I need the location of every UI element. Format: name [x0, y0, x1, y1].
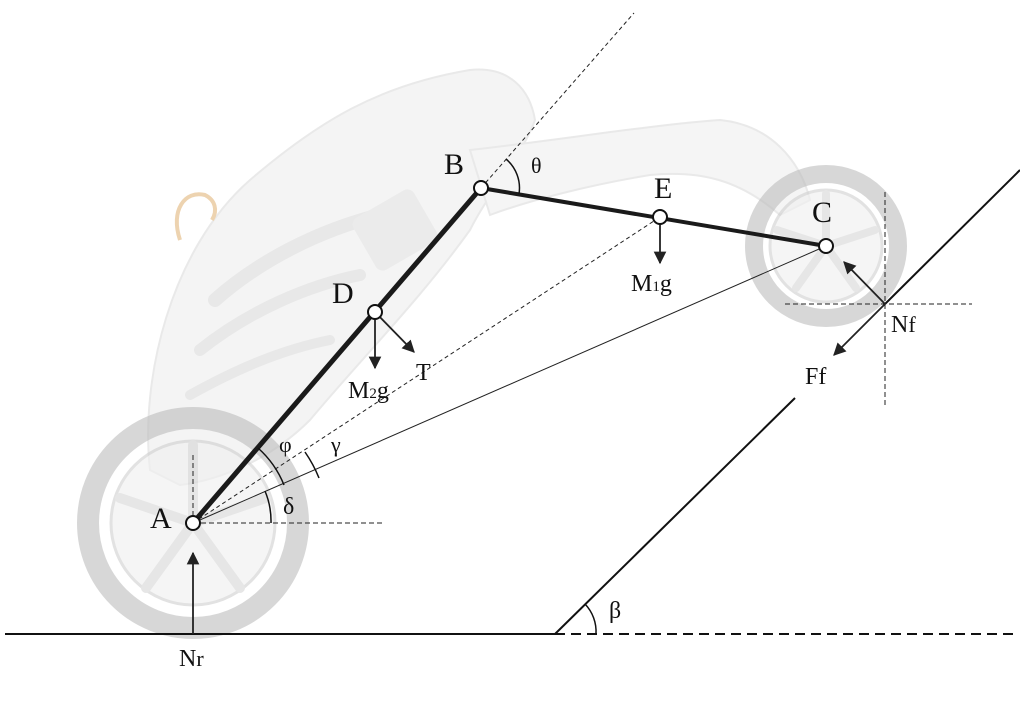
link-ab: [191, 186, 483, 525]
label-point-d: D: [332, 277, 354, 310]
robot-body-slot-3: [185, 335, 335, 400]
label-force-m2g: M2g: [348, 378, 389, 404]
arc-theta: [505, 158, 521, 195]
label-angle-beta: β: [609, 598, 621, 624]
force-nf-arrow: [843, 261, 886, 305]
label-force-m2g-main: M: [348, 378, 369, 404]
label-force-m2g-sub: 2: [369, 386, 377, 402]
arc-delta: [264, 490, 272, 524]
force-t-arrow: [374, 311, 415, 353]
label-force-m1g-g: g: [660, 271, 672, 297]
label-force-nr: Nr: [179, 646, 204, 672]
label-angle-gamma: γ: [330, 432, 341, 457]
slope-line-lower: [554, 397, 796, 635]
label-force-m2g-g: g: [377, 378, 389, 404]
ae-dashed-line: [192, 216, 661, 524]
ac-line: [192, 245, 827, 524]
label-point-e: E: [654, 172, 672, 205]
label-force-nf-main: N: [891, 312, 908, 338]
label-point-b: B: [444, 148, 464, 181]
label-point-c: C: [812, 196, 832, 229]
label-force-nf-sub: f: [908, 312, 916, 337]
label-force-ff: Ff: [805, 364, 826, 390]
point-c-joint: [818, 238, 834, 254]
label-angle-theta: θ: [531, 153, 542, 178]
arc-beta: [584, 603, 597, 635]
force-ff-arrow: [833, 303, 886, 356]
label-angle-phi: φ: [279, 432, 292, 457]
front-wheel: [745, 165, 907, 327]
label-angle-delta: δ: [283, 494, 294, 520]
robot-cable: [174, 192, 218, 241]
arc-phi: [257, 447, 285, 486]
label-force-nf: Nf: [891, 312, 916, 338]
label-force-m1g-sub: 1: [652, 279, 660, 295]
label-force-m1g: M1g: [631, 271, 672, 297]
point-b-joint: [473, 180, 489, 196]
arc-gamma: [304, 451, 320, 479]
point-d-joint: [367, 304, 383, 320]
label-force-nr-main: N: [179, 646, 196, 672]
point-a-joint: [185, 515, 201, 531]
label-point-a: A: [150, 502, 172, 535]
slope-line-upper: [884, 169, 1020, 305]
robot-background-image: [147, 68, 812, 487]
robot-motor-block: [352, 189, 438, 271]
label-force-t: T: [416, 360, 431, 386]
robot-body-slot-2: [194, 269, 366, 356]
label-force-m1g-main: M: [631, 271, 652, 297]
label-force-nr-sub: r: [196, 646, 204, 671]
point-e-joint: [652, 209, 668, 225]
